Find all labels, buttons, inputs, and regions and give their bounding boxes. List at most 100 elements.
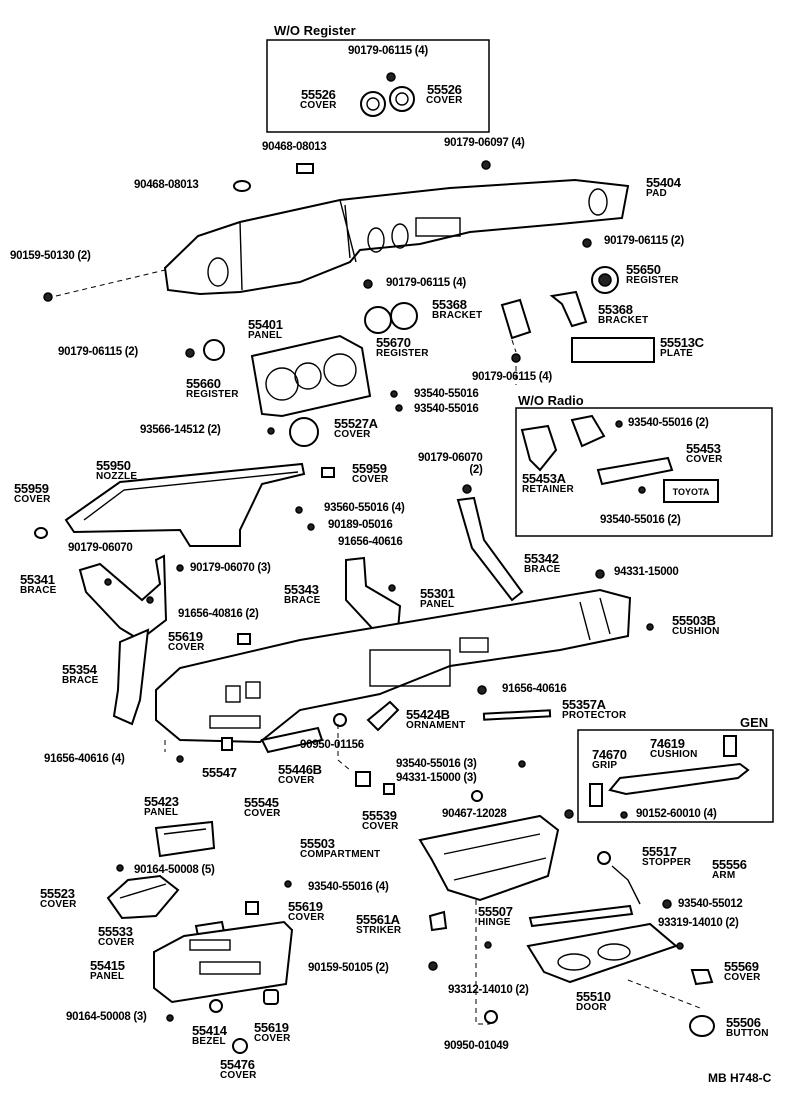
- striker-55561a: [428, 910, 448, 932]
- callout: 90467-12028: [442, 808, 507, 820]
- callout: 90950-01049: [444, 1040, 509, 1052]
- gen-heading: GEN: [740, 715, 769, 730]
- callout: 90159-50130 (2): [10, 250, 91, 262]
- bracket-55368-right: [549, 290, 588, 328]
- pad-ribs: [239, 199, 357, 291]
- callout: 93540-55016: [414, 388, 479, 400]
- register-55670-a: [364, 306, 392, 334]
- brace-55341: [78, 554, 168, 642]
- cover-55619-a: [237, 633, 251, 645]
- callout: 90179-06115 (2): [604, 235, 684, 247]
- callout: 90468-08013: [134, 179, 199, 191]
- nut-90179-06115: [386, 72, 396, 82]
- screw-93540-55016-a: [390, 390, 398, 398]
- nozzle-55950: [64, 462, 306, 547]
- cushion-74619: [723, 735, 737, 757]
- nut-94331-15000: [595, 569, 605, 579]
- callout: 90179-06115 (4): [472, 371, 552, 383]
- callout: 90468-08013: [262, 141, 327, 153]
- cover-55619-b: [245, 901, 259, 915]
- nut-90179-06115-bracket: [511, 353, 521, 363]
- grip-plate: [589, 783, 603, 807]
- leader-lower-a: [337, 724, 351, 771]
- cover-55526-right-inner: [395, 92, 409, 106]
- nut-90179-06097: [481, 160, 491, 170]
- callout: 93560-55016 (4): [324, 502, 405, 514]
- screw-90164-50008-5: [116, 864, 124, 872]
- nut-90179-06115-pad: [582, 238, 592, 248]
- screw-93540-55012: [662, 899, 672, 909]
- callout: 90159-50105 (2): [308, 962, 389, 974]
- panel-opening-b: [459, 637, 489, 653]
- screw-91656-40616-4: [176, 755, 184, 763]
- pad-vent-right: [588, 188, 608, 216]
- cover-55569: [690, 969, 714, 986]
- callout: 90179-06115 (2): [58, 346, 138, 358]
- callout: 90179-06070(2): [418, 452, 483, 476]
- brace-55342: [456, 496, 524, 602]
- cover-55526-left: [360, 91, 386, 117]
- callout: 94331-15000 (3): [396, 772, 477, 784]
- register-55670-b: [390, 302, 418, 330]
- radio-bracket-right: [570, 414, 606, 448]
- cover-55619-c: [263, 989, 279, 1005]
- panel-55415-slot-b: [199, 961, 261, 975]
- nut-90179-06070-2: [462, 484, 472, 494]
- ornament-55424b: [366, 700, 400, 732]
- door-recess-a: [557, 953, 591, 971]
- screw-93566-14512: [267, 427, 275, 435]
- stopper-55517: [597, 851, 611, 865]
- cushion-55503b: [646, 623, 654, 631]
- callout: 90179-06070 (3): [190, 562, 271, 574]
- pad-55404: [163, 178, 630, 296]
- glove-door-55510: [526, 922, 678, 984]
- pad-display-opening: [415, 217, 461, 237]
- panel-gauge-2: [294, 362, 322, 390]
- wo-radio-box: [515, 407, 773, 537]
- arm-55556: [611, 865, 641, 905]
- callout: 93540-55016 (2): [628, 417, 709, 429]
- callout: 90950-01156: [300, 739, 364, 751]
- pad-vent-left: [207, 257, 229, 287]
- screw-90164-50008-3: [166, 1014, 174, 1022]
- cover-55539: [383, 783, 395, 795]
- cover-55476: [232, 1038, 248, 1054]
- callout: 91656-40616: [338, 536, 403, 548]
- brace-55343: [345, 556, 402, 632]
- panel-right-ribs: [579, 597, 611, 641]
- panel-gauge-3: [323, 353, 357, 387]
- clip-90468-08013-a: [296, 163, 314, 174]
- register-55660: [203, 339, 225, 361]
- instrument-panel-55301: [155, 588, 632, 744]
- hinge-55507: [528, 904, 634, 928]
- toyota-emblem: TOYOTA: [673, 487, 710, 497]
- pad-vent-center-a: [367, 227, 385, 253]
- callout: 93540-55016: [414, 403, 479, 415]
- callout: 90164-50008 (5): [134, 864, 215, 876]
- cover-55526-right: [389, 86, 415, 112]
- clip-90950-01049: [484, 1010, 498, 1024]
- nut-90179-06070: [104, 578, 112, 586]
- screw-90152-60010: [620, 811, 628, 819]
- callout: 93540-55012: [678, 898, 743, 910]
